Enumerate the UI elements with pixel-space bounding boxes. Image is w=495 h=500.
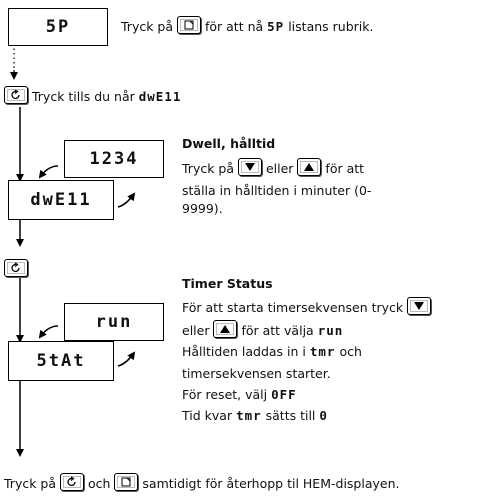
instruction-line-2: Tryck tills du når dwE11 (4, 86, 181, 106)
sp-display: 5P (8, 8, 108, 46)
timer-heading: Timer Status (182, 276, 273, 291)
sp-display-text: 5P (45, 17, 71, 37)
dwell-code: dwE11 (138, 89, 182, 104)
up-key-icon (297, 158, 322, 176)
instruction-line-1: Tryck på för att nå 5P listans rubrik. (121, 16, 373, 36)
status-display: 5tAt (8, 341, 114, 381)
status-value-display: run (64, 303, 164, 341)
dwell-value-display: 1234 (64, 140, 164, 178)
footer-instruction: Tryck på och samtidigt för återhopp til … (4, 473, 399, 493)
dwell-text-2: ställa in hålltiden i minuter (0- (182, 183, 372, 198)
tmr-code: tmr (309, 344, 336, 359)
scroll-key-2 (4, 259, 28, 278)
timer-text-2: eller för att välja run (182, 320, 343, 340)
scroll-key-icon (4, 86, 28, 104)
up-key-icon (213, 320, 238, 338)
dwell-text-1: Tryck på eller för att (182, 158, 364, 178)
down-key-icon (238, 158, 262, 176)
timer-text-5: För reset, välj 0FF (182, 387, 297, 402)
dwell-display: dwE11 (8, 180, 114, 220)
timer-text-3: Hålltiden laddas in i tmr och (182, 344, 362, 359)
timer-text-4: timersekvensen starter. (182, 366, 331, 381)
scroll-key-icon (60, 473, 84, 491)
page-key-icon (114, 473, 139, 491)
page-key-icon (177, 16, 201, 34)
tmr-code-2: tmr (236, 408, 262, 423)
zero-code: 0 (319, 408, 328, 423)
timer-text-6: Tid kvar tmr sätts till 0 (182, 408, 328, 423)
scroll-key-icon (4, 259, 28, 277)
down-key-icon (407, 297, 432, 315)
dwell-heading: Dwell, hålltid (182, 136, 276, 151)
run-code: run (317, 323, 344, 338)
timer-text-1: För att starta timersekvensen tryck (182, 297, 432, 317)
dwell-text-3: 9999). (182, 201, 223, 216)
sp-code: 5P (267, 19, 285, 34)
off-code: 0FF (271, 387, 297, 402)
